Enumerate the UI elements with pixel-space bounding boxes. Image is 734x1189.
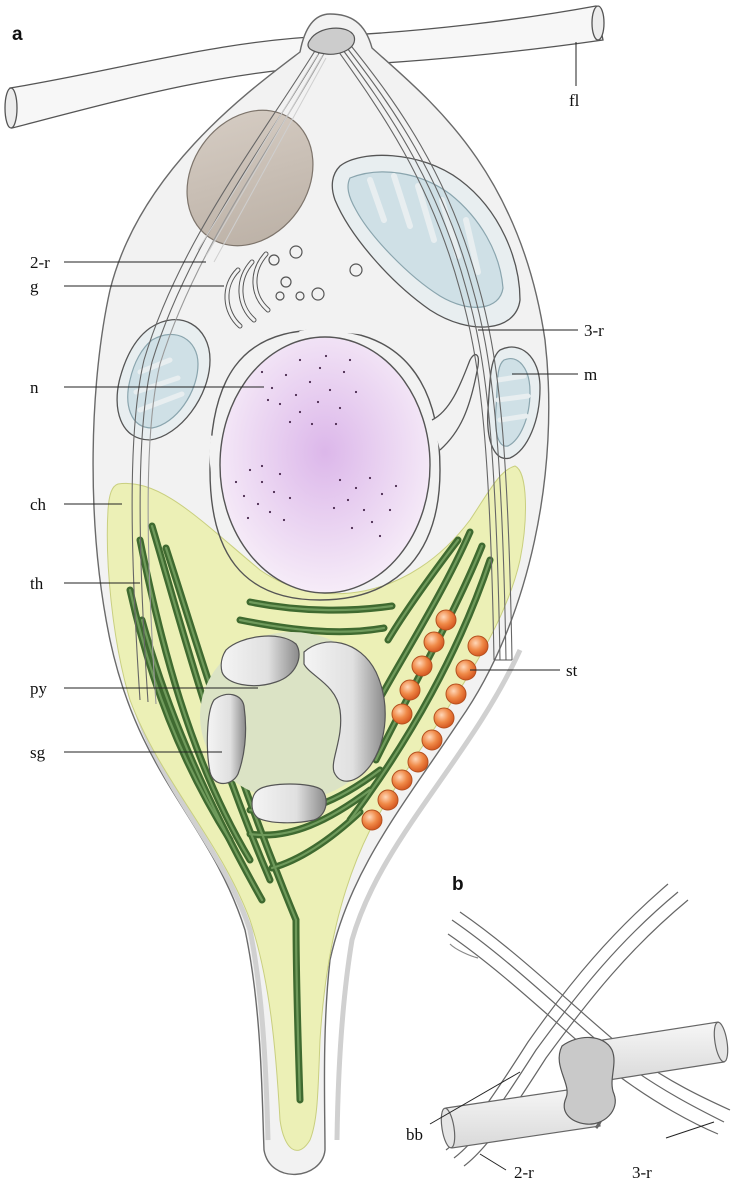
label-chloroplast: ch bbox=[30, 495, 47, 514]
label-3-root-b: 3-r bbox=[632, 1163, 652, 1182]
label-2-root: 2-r bbox=[30, 253, 50, 272]
label-nucleus: n bbox=[30, 378, 39, 397]
label-3-root: 3-r bbox=[584, 321, 604, 340]
label-thylakoid: th bbox=[30, 574, 44, 593]
label-flagellum: fl bbox=[569, 91, 580, 110]
panel-label-b: b bbox=[452, 874, 464, 895]
label-golgi: g bbox=[30, 277, 39, 296]
panel-label-a: a bbox=[12, 24, 23, 45]
label-mitochondrion: m bbox=[584, 365, 597, 384]
basal-body-cylinders-b bbox=[439, 1021, 730, 1148]
label-2-root-b: 2-r bbox=[514, 1163, 534, 1182]
label-pyrenoid: py bbox=[30, 679, 48, 698]
label-stigma: st bbox=[566, 661, 578, 680]
label-starch-grain: sg bbox=[30, 743, 46, 762]
label-basal-body: bb bbox=[406, 1125, 423, 1144]
